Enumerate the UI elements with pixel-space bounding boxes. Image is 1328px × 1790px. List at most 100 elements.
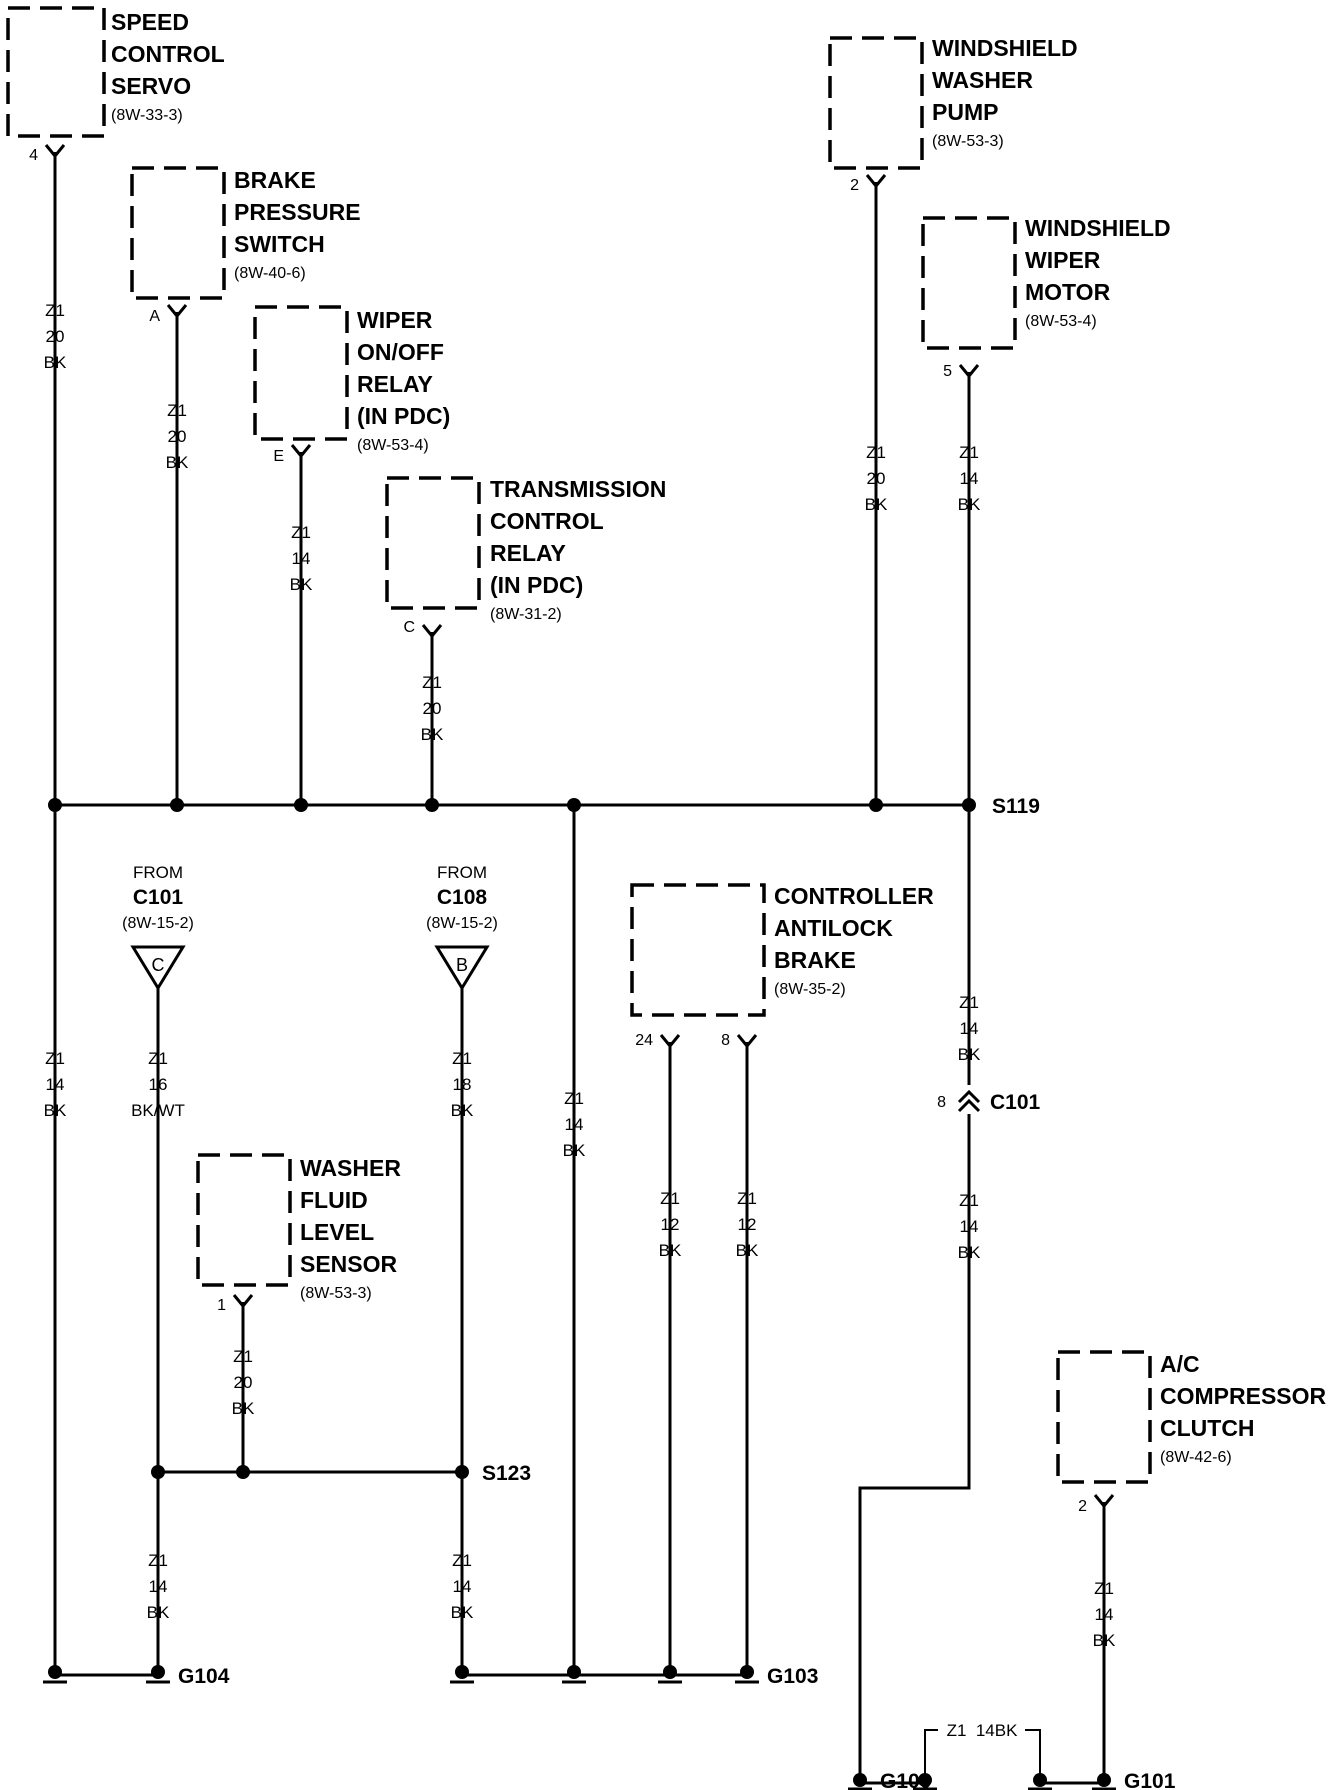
wire-label-line: BK: [44, 353, 67, 372]
wire-label-line: Z1: [452, 1049, 472, 1068]
ground-g103-label: G103: [767, 1665, 818, 1688]
source-c108-cavity: B: [456, 955, 468, 975]
ac-clutch-title-3: CLUTCH: [1160, 1415, 1255, 1441]
source-c108-ref: (8W-15-2): [426, 915, 498, 932]
trans-relay-title-1: TRANSMISSION: [490, 476, 666, 502]
wire-label-line: BK: [44, 1101, 67, 1120]
speed-control-servo-pin: 4: [29, 147, 38, 164]
wire-label-c101-down: Z1 14 BK: [958, 1191, 981, 1262]
source-c101-ref: (8W-15-2): [122, 915, 194, 932]
wire-label-line: Z1: [564, 1089, 584, 1108]
wire-label-line: 16: [149, 1075, 168, 1094]
wire-jumper-right: [1025, 1729, 1041, 1775]
wire-label-brake-switch: Z1 20 BK: [166, 401, 189, 472]
wire-labels: Z1 20 BK Z1 20 BK Z1 14 BK Z1 20 BK Z1 2…: [44, 301, 1116, 1740]
splice-dot: [151, 1465, 165, 1479]
speed-control-servo-box: [6, 6, 106, 138]
ground-g104-label: G104: [178, 1665, 230, 1688]
splice-s123-label: S123: [482, 1462, 531, 1485]
terminal-abs-24: [659, 1034, 681, 1049]
source-c101-connector: C101: [133, 886, 184, 909]
ground-icon: [1028, 1773, 1052, 1790]
wire-label-line: BK: [1093, 1631, 1116, 1650]
wire-label-center-down: Z1 14 BK: [563, 1089, 586, 1160]
sensor-pin: 1: [217, 1297, 226, 1314]
wire-label-line: BK: [958, 1045, 981, 1064]
splice-s119-label: S119: [992, 795, 1040, 818]
windshield-washer-pump-box: [828, 36, 924, 170]
wire-label-line: BK: [563, 1141, 586, 1160]
trans-relay-title-2: CONTROL: [490, 508, 604, 534]
trans-relay-title-3: RELAY: [490, 540, 566, 566]
ac-clutch-title-1: A/C: [1160, 1351, 1200, 1377]
wire-label-line: Z1: [737, 1189, 757, 1208]
wire-label-abs-24: Z1 12 BK: [659, 1189, 682, 1260]
ac-clutch-ref: (8W-42-6): [1160, 1449, 1232, 1466]
wire-label-line: 14: [960, 1019, 979, 1038]
wire-label-line: Z1: [660, 1189, 680, 1208]
sensor-title-2: FLUID: [300, 1187, 368, 1213]
ground-icon: [146, 1665, 170, 1684]
ground-g100-label: G100: [880, 1770, 931, 1790]
brake-pressure-switch-title-1: BRAKE: [234, 167, 316, 193]
brake-pressure-switch-title-2: PRESSURE: [234, 199, 361, 225]
wire-label-line: 14: [565, 1115, 584, 1134]
wiper-motor-pin: 5: [943, 363, 952, 380]
ground-icon: [43, 1665, 67, 1684]
sensor-title-1: WASHER: [300, 1155, 401, 1181]
wire-label-line: 14: [960, 469, 979, 488]
wire-label-line: Z1: [959, 443, 979, 462]
sensor-ref: (8W-53-3): [300, 1285, 372, 1302]
wire-label-line: Z1: [959, 1191, 979, 1210]
abs-title-1: CONTROLLER: [774, 883, 934, 909]
wiper-relay-pin: E: [273, 448, 284, 465]
wires: [53, 152, 1106, 1785]
source-c108-triangle-icon: [434, 945, 490, 991]
inline-connector-c101: 8 C101: [937, 1089, 1041, 1114]
wire-label-line: Z1: [167, 401, 187, 420]
wire-label-line: Z1: [45, 1049, 65, 1068]
wire-label-line: Z1: [45, 301, 65, 320]
wire-label-s119-to-c101: Z1 14 BK: [958, 993, 981, 1064]
wiper-motor-ref: (8W-53-4): [1025, 313, 1097, 330]
inline-connector-pin: 8: [937, 1094, 946, 1111]
splice-dot: [170, 798, 184, 812]
wire-label-line: Z1: [1094, 1579, 1114, 1598]
wire-label-line: BK: [736, 1241, 759, 1260]
wire-label-line: BK: [421, 725, 444, 744]
connector-chevron-icon: [957, 1089, 981, 1104]
wiper-relay-title-2: ON/OFF: [357, 339, 444, 365]
ground-icon: [658, 1665, 682, 1684]
source-c101-from: FROM: [133, 863, 183, 882]
terminal-washer-pump-2: [865, 174, 887, 189]
wire-label-line: BK: [451, 1101, 474, 1120]
wire-label-line: 14: [960, 1217, 979, 1236]
wire-label-g100-g101-jumper: Z1 14BK: [947, 1721, 1019, 1740]
abs-title-3: BRAKE: [774, 947, 856, 973]
wire-label-line: Z1: [233, 1347, 253, 1366]
wire-label-servo: Z1 20 BK: [44, 301, 67, 372]
source-c108: FROM C108 (8W-15-2) B: [426, 863, 498, 991]
wire-label-line: BK: [290, 575, 313, 594]
ground-g101-label: G101: [1124, 1770, 1176, 1790]
trans-relay-title-4: (IN PDC): [490, 572, 583, 598]
wire-label-left-main-lower: Z1 14 BK: [44, 1049, 67, 1120]
controller-antilock-brake-box: [630, 883, 766, 1017]
washer-pump-title-1: WINDSHIELD: [932, 35, 1078, 61]
wiper-motor-title-2: WIPER: [1025, 247, 1101, 273]
wire-label-line: 20: [46, 327, 65, 346]
sensor-title-3: LEVEL: [300, 1219, 374, 1245]
wire-jumper-left: [924, 1729, 938, 1775]
wire-label-line: Z1: [959, 993, 979, 1012]
wiper-relay-title-1: WIPER: [357, 307, 433, 333]
ground-symbols: [43, 1665, 1116, 1790]
wire-label-c101-c: Z1 16 BK/WT: [131, 1049, 185, 1120]
wire-label-line: Z1: [291, 523, 311, 542]
speed-control-servo-title-2: CONTROL: [111, 41, 225, 67]
terminal-trans-relay-c: [421, 624, 443, 639]
abs-title-2: ANTILOCK: [774, 915, 893, 941]
wire-label-line: BK: [958, 495, 981, 514]
washer-pump-title-3: PUMP: [932, 99, 998, 125]
wiper-motor-title-3: MOTOR: [1025, 279, 1111, 305]
